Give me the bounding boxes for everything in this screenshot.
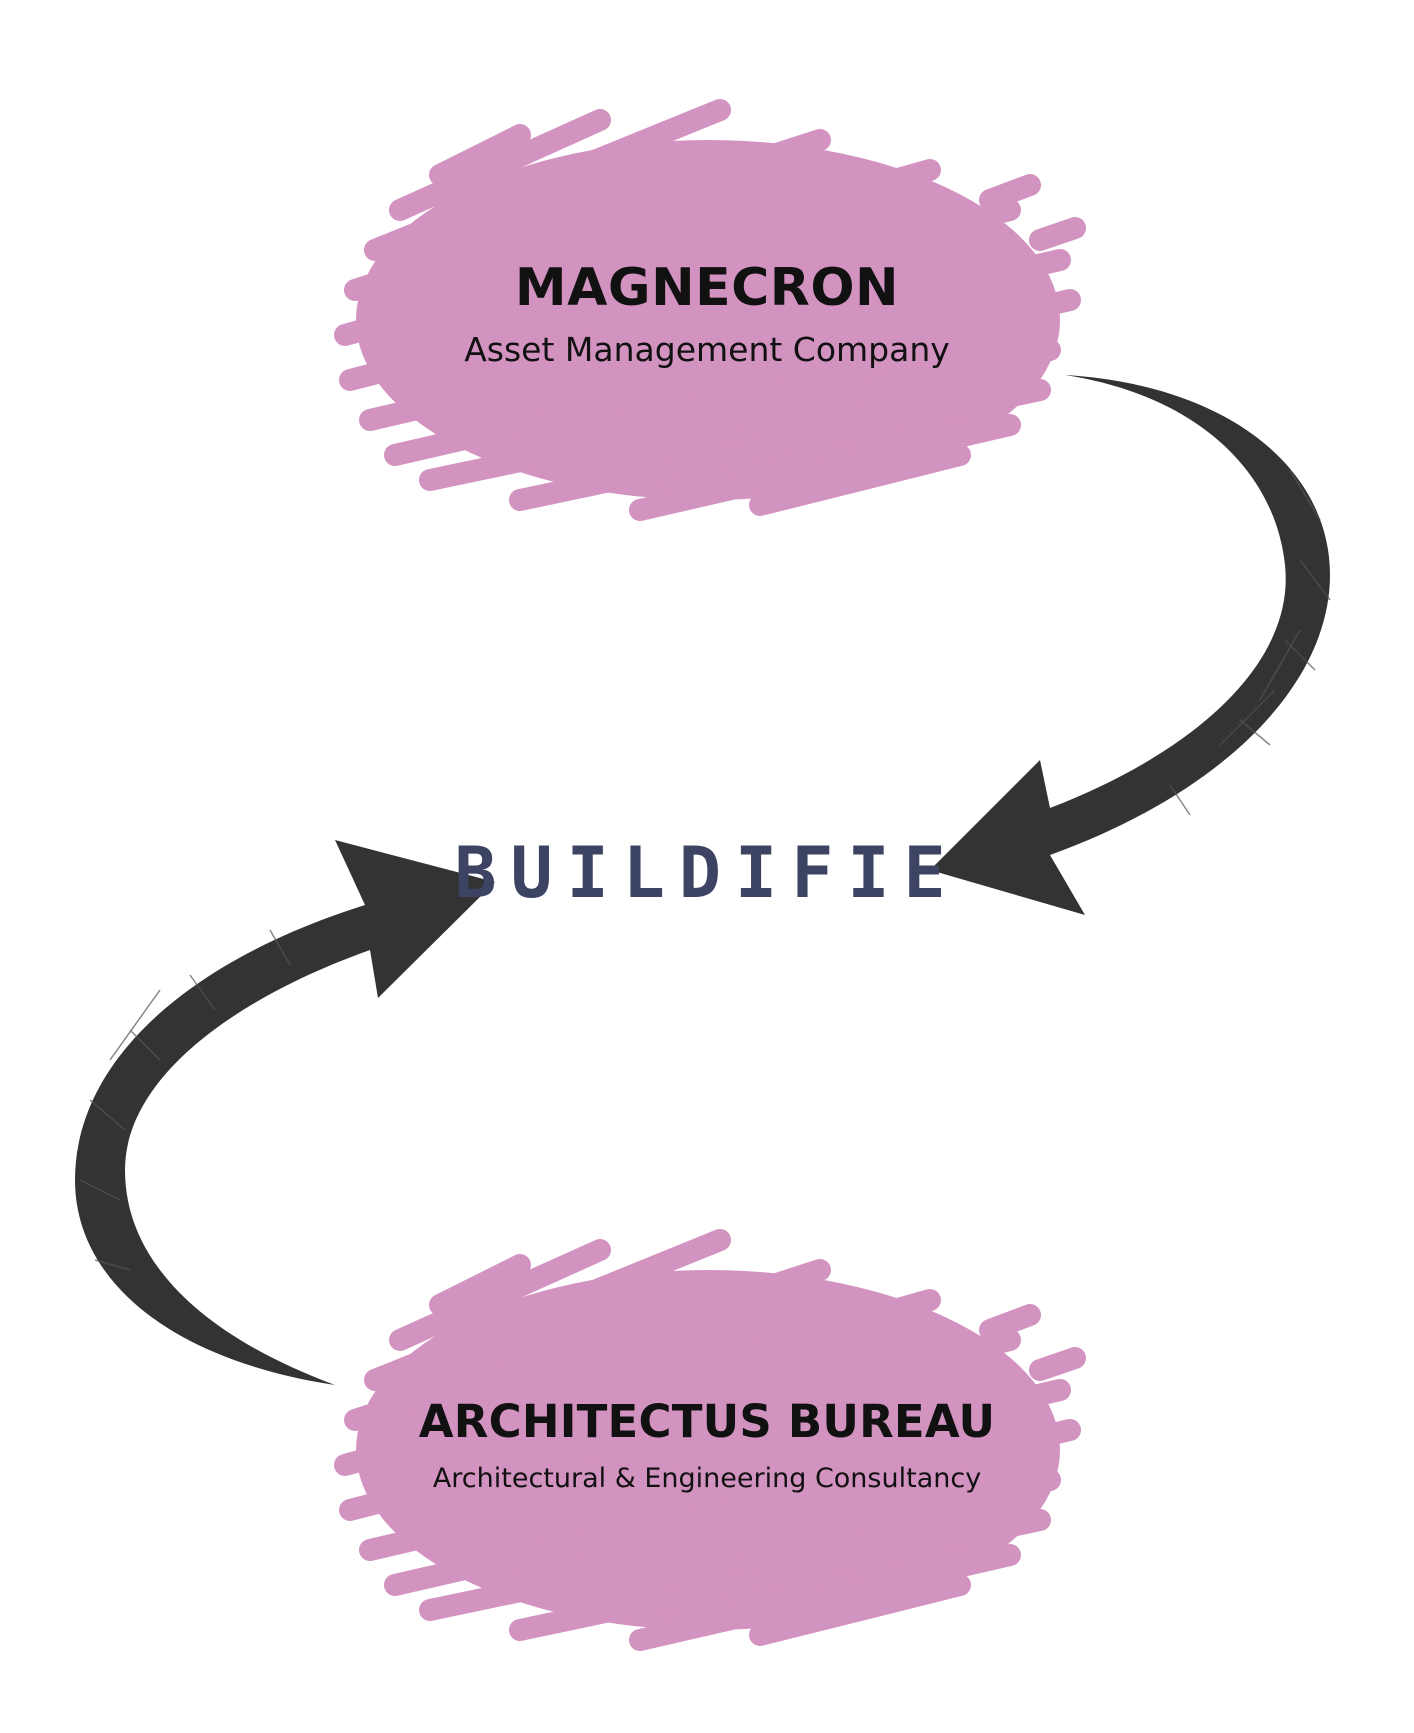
architectus-title: ARCHITECTUS BUREAU xyxy=(418,1395,996,1448)
magnecron-subtitle: Asset Management Company xyxy=(464,330,950,369)
arrow-architectus-to-buildifie xyxy=(75,840,495,1385)
architectus-blob xyxy=(334,1229,1086,1651)
arrow-magnecron-to-buildifie xyxy=(930,375,1331,915)
buildifie-logo: BUILDIFIE xyxy=(454,832,960,914)
architectus-subtitle: Architectural & Engineering Consultancy xyxy=(432,1463,982,1494)
magnecron-blob xyxy=(334,99,1086,521)
magnecron-title: MAGNECRON xyxy=(514,258,900,318)
